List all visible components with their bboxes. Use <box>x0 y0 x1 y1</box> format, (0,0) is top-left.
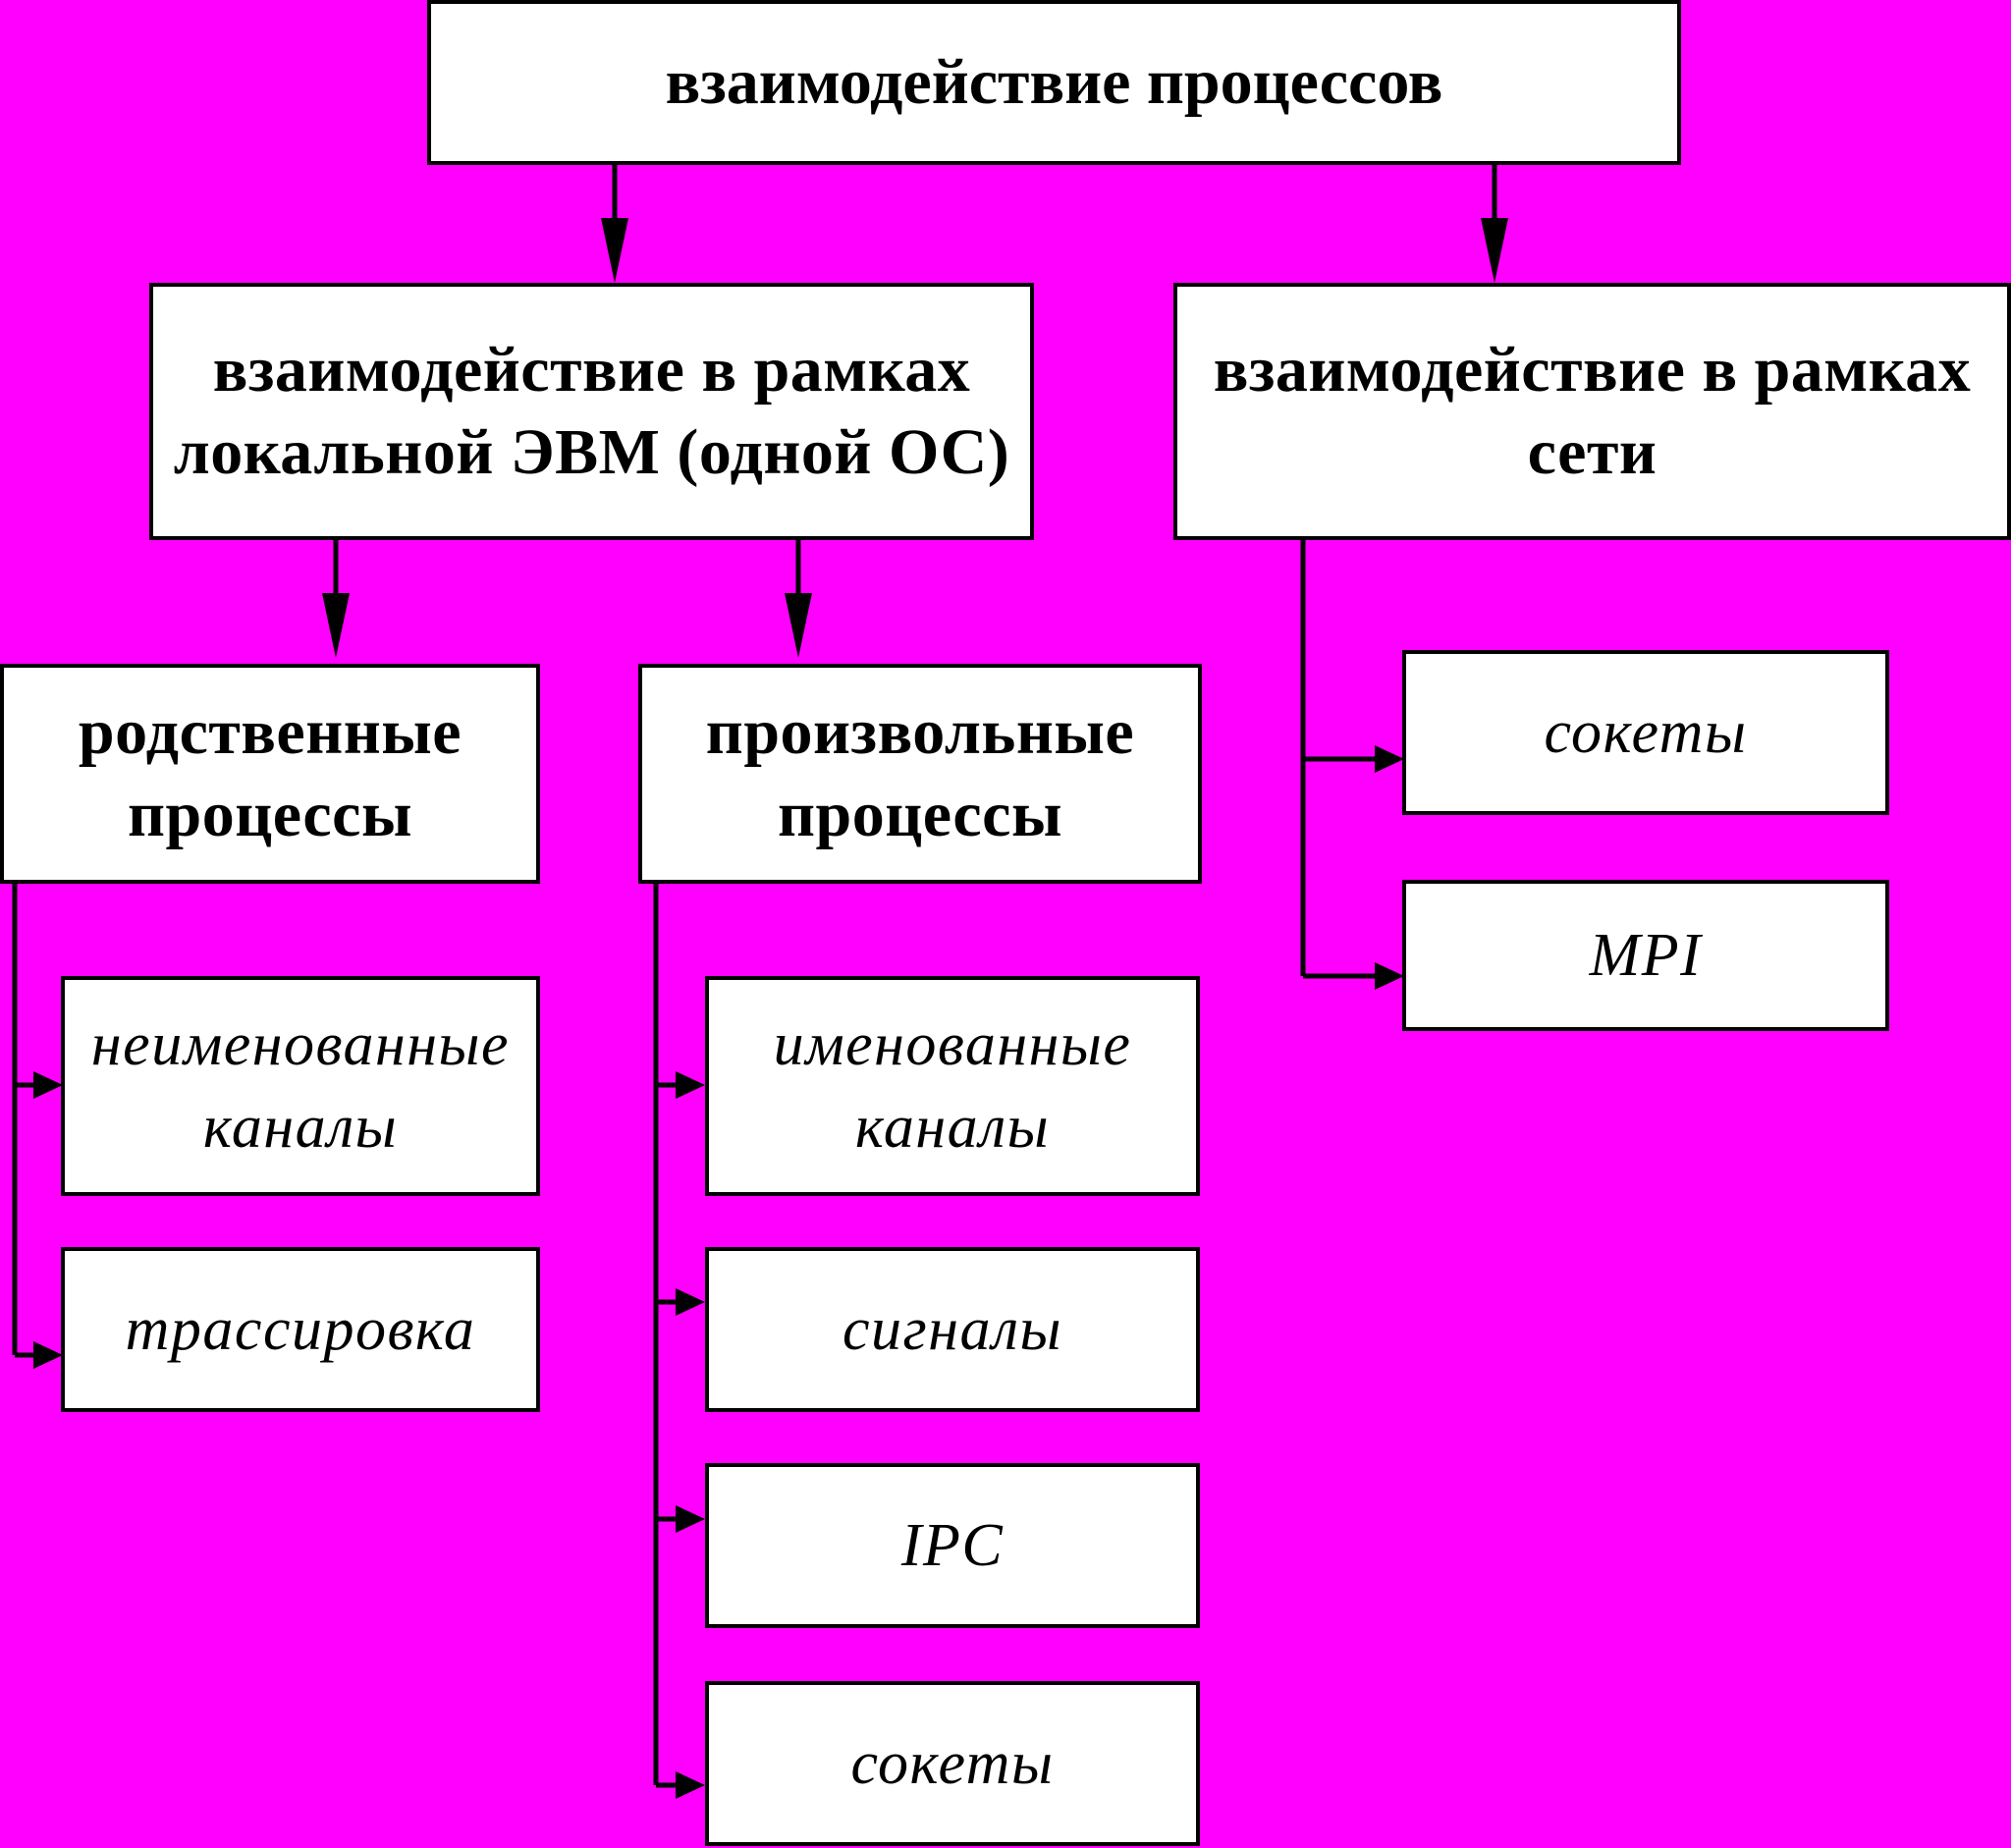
signals-node: сигналы <box>705 1247 1200 1412</box>
network-interaction-line1: взаимодействие в рамках <box>1213 334 1972 406</box>
local-interaction-line2: локальной ЭВМ (одной ОС) <box>173 416 1010 488</box>
arbitrary-sockets-node: сокеты <box>705 1681 1200 1846</box>
network-interaction-line2: сети <box>1527 416 1658 488</box>
related-processes-line2: процессы <box>128 779 412 850</box>
ipc-node: IPC <box>705 1463 1200 1628</box>
unnamed-pipes-line2: каналы <box>202 1094 399 1161</box>
named-pipes-line2: каналы <box>854 1094 1051 1161</box>
arrowhead-right <box>33 1341 63 1369</box>
root-node: взаимодействие процессов <box>427 0 1681 165</box>
arrowhead-down <box>322 593 350 658</box>
local-interaction-node: взаимодействие в рамках локальной ЭВМ (о… <box>149 283 1034 540</box>
related-processes-node: родственные процессы <box>0 664 540 884</box>
unnamed-pipes-node: неименованные каналы <box>61 976 540 1196</box>
arbitrary-sockets-label: сокеты <box>850 1730 1055 1797</box>
arbitrary-processes-node: произвольные процессы <box>638 664 1202 884</box>
tracing-label: трассировка <box>125 1296 476 1363</box>
named-pipes-node: именованные каналы <box>705 976 1200 1196</box>
signals-label: сигналы <box>842 1296 1062 1363</box>
arrowhead-down <box>1481 218 1508 283</box>
arrowhead-down <box>785 593 812 658</box>
arrowhead-right <box>676 1771 705 1799</box>
arrowhead-right <box>1375 745 1404 773</box>
mpi-node: MPI <box>1402 880 1889 1031</box>
local-interaction-line1: взаимодействие в рамках <box>212 334 971 406</box>
ipc-label: IPC <box>900 1512 1005 1579</box>
root-node-label: взаимодействие процессов <box>665 46 1443 118</box>
arrowhead-right <box>33 1071 63 1099</box>
mpi-label: MPI <box>1589 922 1703 989</box>
arrowhead-right <box>676 1505 705 1533</box>
network-sockets-label: сокеты <box>1544 699 1748 766</box>
network-interaction-node: взаимодействие в рамках сети <box>1173 283 2011 540</box>
arbitrary-processes-line2: процессы <box>778 779 1062 850</box>
named-pipes-line1: именованные <box>773 1011 1132 1078</box>
related-processes-line1: родственные <box>78 696 462 768</box>
arrowhead-right <box>1375 962 1404 990</box>
network-sockets-node: сокеты <box>1402 650 1889 815</box>
arrowhead-down <box>601 218 628 283</box>
arbitrary-processes-line1: произвольные <box>705 696 1135 768</box>
arrowhead-right <box>676 1071 705 1099</box>
tracing-node: трассировка <box>61 1247 540 1412</box>
arrowhead-right <box>676 1288 705 1316</box>
unnamed-pipes-line1: неименованные <box>90 1011 511 1078</box>
